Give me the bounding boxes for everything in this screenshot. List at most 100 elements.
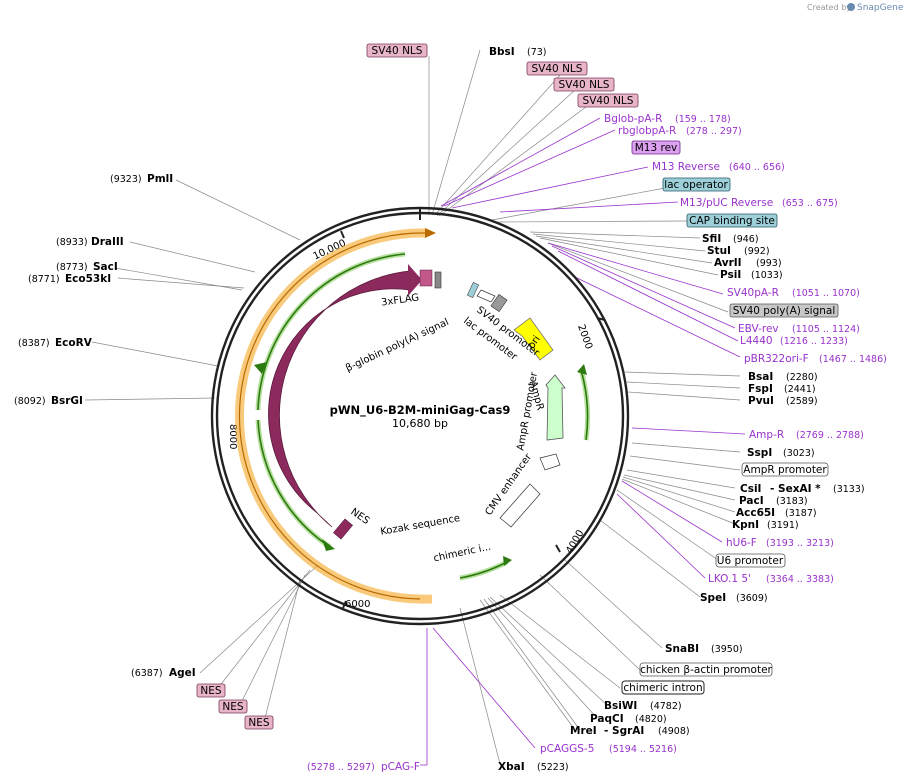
enzyme-bsiwi: BsiWI [604,700,637,712]
enzyme-stui-pos: (992) [744,246,770,257]
feature-box-cap [686,213,778,228]
ampr-arrow [545,374,566,441]
enzyme-xbai: XbaI [498,761,525,773]
label-chimintron: chimeric intron [623,682,702,694]
enzyme-sexai: - SexAI * [770,483,821,495]
enzyme-fspi: FspI [748,383,773,395]
feature-box-lacop [662,177,731,192]
green-arrow-icon [254,362,267,374]
enzyme-bsiwi-pos: (4782) [650,701,682,712]
primer-sv40pa: SV40pA-R [727,287,779,299]
primer-l4440: L4440 [740,335,773,347]
primer-ampr-pos: (2769 .. 2788) [796,430,864,441]
enzyme-acc65i-pos: (3187) [785,508,817,519]
enzyme-sspi: SspI [747,447,772,459]
enzyme-fspi-pos: (2441) [784,384,816,395]
enzyme-spei-pos: (3609) [736,593,768,604]
flag-feature [419,269,433,287]
label-u6prom: U6 promoter [717,555,784,567]
label-sv40nls-1: SV40 NLS [372,45,423,57]
enzyme-bbsi: BbsI [489,46,515,58]
primer-hu6: hU6-F [726,537,757,549]
enzyme-eco53ki: Eco53kI [65,273,111,285]
enzyme-stui: StuI [707,245,731,257]
plasmid-size: 10,680 bp [392,417,448,430]
label-cap: CAP binding site [689,215,775,227]
primer-rbglob-pos: (278 .. 297) [686,126,742,137]
enzyme-draiii-pos: (8933) [56,237,88,248]
ruler-ticks [216,208,606,609]
green-arrow-icon [322,539,335,551]
enzyme-paqci-pos: (4820) [635,714,667,725]
enzyme-paci-pos: (3183) [776,496,808,507]
label-nes-2: NES [222,701,243,713]
enzyme-saci-pos: (8773) [56,262,88,273]
feature-box-nes [244,715,274,730]
primer-pcag-pos: (5278 .. 5297) [307,762,375,773]
enzyme-pmli: PmlI [147,173,173,185]
enzyme-snabi: SnaBI [665,643,699,655]
label-chimeric: chimeric i... [433,542,492,565]
enzyme-xbai-pos: (5223) [537,762,569,773]
feature-box-sv40nls [366,43,428,58]
feature-box-amprprom [741,462,829,477]
label-m13rev: M13 rev [635,142,678,154]
feature-box-sv40nls [526,61,588,76]
green-arrow-icon [577,364,587,375]
green-arrow-icon [503,556,512,566]
watermark-brand: SnapGene [857,3,904,13]
enzyme-avrii-pos: (993) [756,258,782,269]
enzyme-agei: AgeI [169,667,196,679]
ampr-promoter-arrow [539,453,561,471]
primer-pcaggs-pos: (5194 .. 5216) [609,744,677,755]
enzyme-bsrgi: BsrGI [51,395,83,407]
label-sv40polya: SV40 poly(A) signal [733,305,836,317]
sv40-polya-feature [490,293,508,313]
enzyme-eco53ki-pos: (8771) [28,274,60,285]
watermark-prefix: Created by [807,3,851,12]
ruler-label-8000: 8000 [227,424,238,449]
enzyme-avrii: AvrII [714,257,742,269]
enzyme-sspi-pos: (3023) [783,448,815,459]
enzyme-ecorv-pos: (8387) [18,338,50,349]
enzyme-sgrai: - SgrAI [604,725,644,737]
green-arc-left [257,253,406,411]
label-bglobin: β-globin poly(A) signal [344,317,451,374]
feature-box-sv40nls [553,77,615,92]
enzyme-paqci: PaqCI [590,713,624,725]
feature-box-chimintron [621,680,705,695]
feature-box-m13rev [631,140,681,155]
plasmid-name: pWN_U6-B2M-miniGag-Cas9 [330,403,511,418]
label-3xflag: 3xFLAG [380,292,419,308]
primer-pcag: pCAG-F [381,761,420,773]
green-arc-bottom-band [459,559,509,581]
label-nes-inner: NES [348,506,371,527]
label-kozak: Kozak sequence [380,513,461,538]
feature-box-sv40nls [577,93,639,108]
feature-box-nes [218,699,248,714]
primer-lko: LKO.1 5' [708,573,751,585]
feature-box-u6prom [715,553,786,568]
cmv-enhancer-arrow [499,483,541,528]
enzyme-acc65i: Acc65I [736,507,775,519]
ruler-label-4000: 4000 [564,528,586,556]
enzyme-csii: CsiI [740,483,761,495]
sv40-promoter-arrow [476,289,496,303]
label-sv40nls-3: SV40 NLS [559,79,610,91]
feature-box-cba [639,662,773,677]
primer-m13rev: M13 Reverse [652,161,720,173]
enzyme-bbsi-pos: (73) [527,47,547,58]
enzyme-snabi-pos: (3950) [711,644,743,655]
feature-box-sv40polya [729,303,839,318]
green-arc-lower [257,419,331,548]
enzyme-psii-pos: (1033) [751,270,783,281]
primer-m13rev-pos: (640 .. 656) [729,162,785,173]
nes-feature [333,518,353,540]
enzyme-bsrgi-pos: (8092) [14,396,46,407]
feature-box-nes [196,683,226,698]
ruler-label-6000: 6000 [345,599,370,610]
enzyme-psii: PsiI [720,269,741,281]
enzyme-spei: SpeI [700,592,726,604]
primer-m13puc: M13/pUC Reverse [680,197,773,209]
